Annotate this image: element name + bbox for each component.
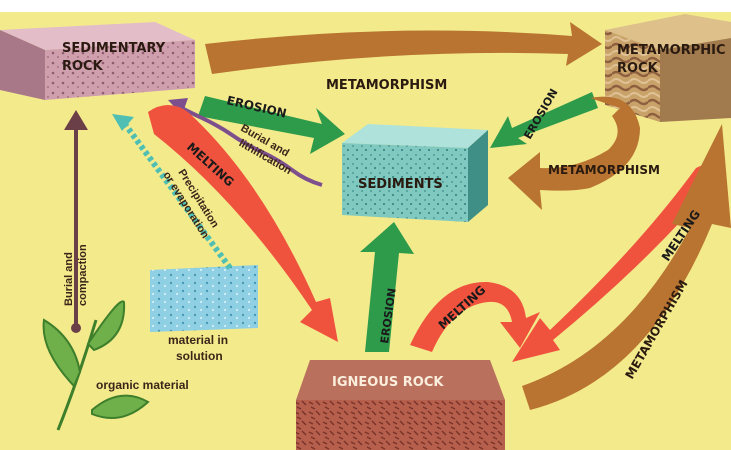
sediments-label: SEDIMENTS (358, 177, 443, 192)
igneous-rock-block (296, 360, 505, 450)
igneous-rock-label: IGNEOUS ROCK (332, 375, 444, 390)
sediments-block (342, 124, 488, 222)
organic-material-label: organic material (96, 378, 189, 392)
metamorphism-label-top: METAMORPHISM (326, 78, 447, 93)
metamorphism-label-mid: METAMORPHISM (548, 163, 660, 177)
material-in-solution-block (150, 265, 258, 332)
